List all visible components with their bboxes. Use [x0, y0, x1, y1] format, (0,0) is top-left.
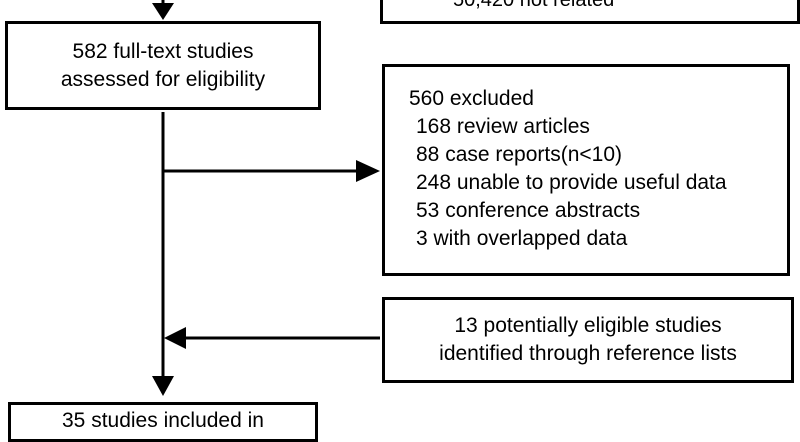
reference-line-1: 13 potentially eligible studies	[454, 314, 722, 337]
fulltext-assessed-box: 582 full-text studies assessed for eligi…	[5, 21, 321, 110]
studies-included-box: 35 studies included in	[8, 402, 318, 442]
not-related-box: 50,420 not related	[380, 0, 800, 24]
excluded-title: 560 excluded	[409, 87, 534, 110]
fulltext-line-2: assessed for eligibility	[60, 68, 266, 91]
included-text: 35 studies included in	[62, 409, 264, 432]
excluded-item: 53 conference abstracts	[416, 199, 641, 222]
arrowhead-excluded	[356, 160, 380, 182]
not-related-text: 50,420 not related	[453, 0, 615, 11]
fulltext-line-1: 582 full-text studies	[72, 40, 254, 63]
arrowhead-included	[152, 376, 174, 396]
arrowhead-reference	[164, 327, 186, 349]
excluded-item: 168 review articles	[416, 115, 590, 138]
flow-arrows	[152, 0, 380, 396]
excluded-box: 560 excluded 168 review articles 88 case…	[382, 64, 790, 276]
excluded-item: 3 with overlapped data	[416, 227, 628, 250]
reference-lists-box: 13 potentially eligible studies identifi…	[382, 297, 794, 383]
excluded-item: 248 unable to provide useful data	[416, 171, 727, 194]
excluded-item: 88 case reports(n<10)	[416, 143, 623, 166]
reference-line-2: identified through reference lists	[439, 342, 737, 365]
arrowhead-top	[152, 3, 174, 20]
